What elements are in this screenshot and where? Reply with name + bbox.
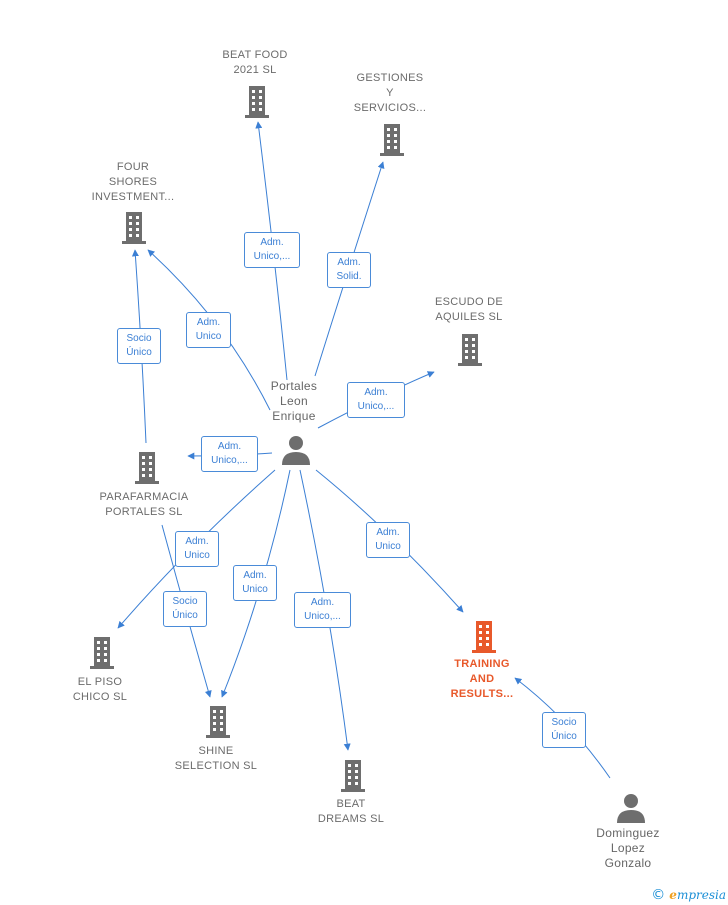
company-label: BEAT DREAMS SL — [317, 798, 385, 825]
brand-watermark: ©empresia — [651, 887, 726, 903]
edge-label-four-shores[interactable]: Adm. Unico — [186, 312, 231, 348]
company-label: ESCUDO DE AQUILES SL — [434, 296, 504, 323]
person-node-dominguez[interactable]: Dominguez Lopez Gonzalo — [578, 826, 678, 871]
company-node-el-piso[interactable]: EL PISO CHICO SL — [50, 675, 150, 705]
edge-label-beat-dreams[interactable]: Adm. Unico,... — [294, 592, 351, 628]
building-icon — [90, 637, 114, 669]
company-node-four-shores[interactable]: FOUR SHORES INVESTMENT... — [83, 160, 183, 205]
company-node-training[interactable]: TRAINING AND RESULTS... — [432, 657, 532, 702]
edge-label-para-four[interactable]: Socio Único — [117, 328, 161, 364]
company-node-shine[interactable]: SHINE SELECTION SL — [166, 744, 266, 774]
edge-label-dom-training[interactable]: Socio Único — [542, 712, 586, 748]
building-icon — [245, 86, 269, 118]
building-icon — [135, 452, 159, 484]
copyright-icon: © — [651, 887, 666, 903]
company-label: EL PISO CHICO SL — [72, 676, 128, 703]
edge-label-shine[interactable]: Adm. Unico — [233, 565, 277, 601]
person-label: Dominguez Lopez Gonzalo — [596, 826, 660, 870]
company-label: FOUR SHORES INVESTMENT... — [91, 161, 175, 203]
company-label: TRAINING AND RESULTS... — [450, 658, 514, 700]
edge-label-para-shine[interactable]: Socio Único — [163, 591, 207, 627]
edge-label-training[interactable]: Adm. Unico — [366, 522, 410, 558]
company-node-gestiones[interactable]: GESTIONES Y SERVICIOS... — [340, 71, 440, 116]
building-icon — [472, 621, 496, 653]
edge-label-gestiones[interactable]: Adm. Solid. — [327, 252, 371, 288]
company-label: BEAT FOOD 2021 SL — [222, 49, 288, 76]
person-icon — [282, 436, 310, 465]
person-label: Portales Leon Enrique — [270, 379, 318, 423]
company-label: PARAFARMACIA PORTALES SL — [99, 491, 189, 518]
person-node-center[interactable]: Portales Leon Enrique — [244, 379, 344, 424]
edge-label-parafarmacia[interactable]: Adm. Unico,... — [201, 436, 258, 472]
building-icon — [122, 212, 146, 244]
brand-initial: e — [669, 888, 677, 902]
edge-label-el-piso[interactable]: Adm. Unico — [175, 531, 219, 567]
brand-name: mpresia — [676, 888, 726, 902]
building-icon — [341, 760, 365, 792]
edge-label-escudo[interactable]: Adm. Unico,... — [347, 382, 405, 418]
company-node-escudo[interactable]: ESCUDO DE AQUILES SL — [419, 295, 519, 325]
company-node-beat-dreams[interactable]: BEAT DREAMS SL — [301, 797, 401, 827]
company-label: GESTIONES Y SERVICIOS... — [353, 72, 427, 114]
building-icon — [380, 124, 404, 156]
company-label: SHINE SELECTION SL — [174, 745, 258, 772]
edge-label-beat-food[interactable]: Adm. Unico,... — [244, 232, 300, 268]
person-icon — [617, 794, 645, 823]
building-icon — [458, 334, 482, 366]
company-node-parafarmacia[interactable]: PARAFARMACIA PORTALES SL — [89, 490, 199, 520]
building-icon — [206, 706, 230, 738]
company-node-beat-food[interactable]: BEAT FOOD 2021 SL — [205, 48, 305, 78]
